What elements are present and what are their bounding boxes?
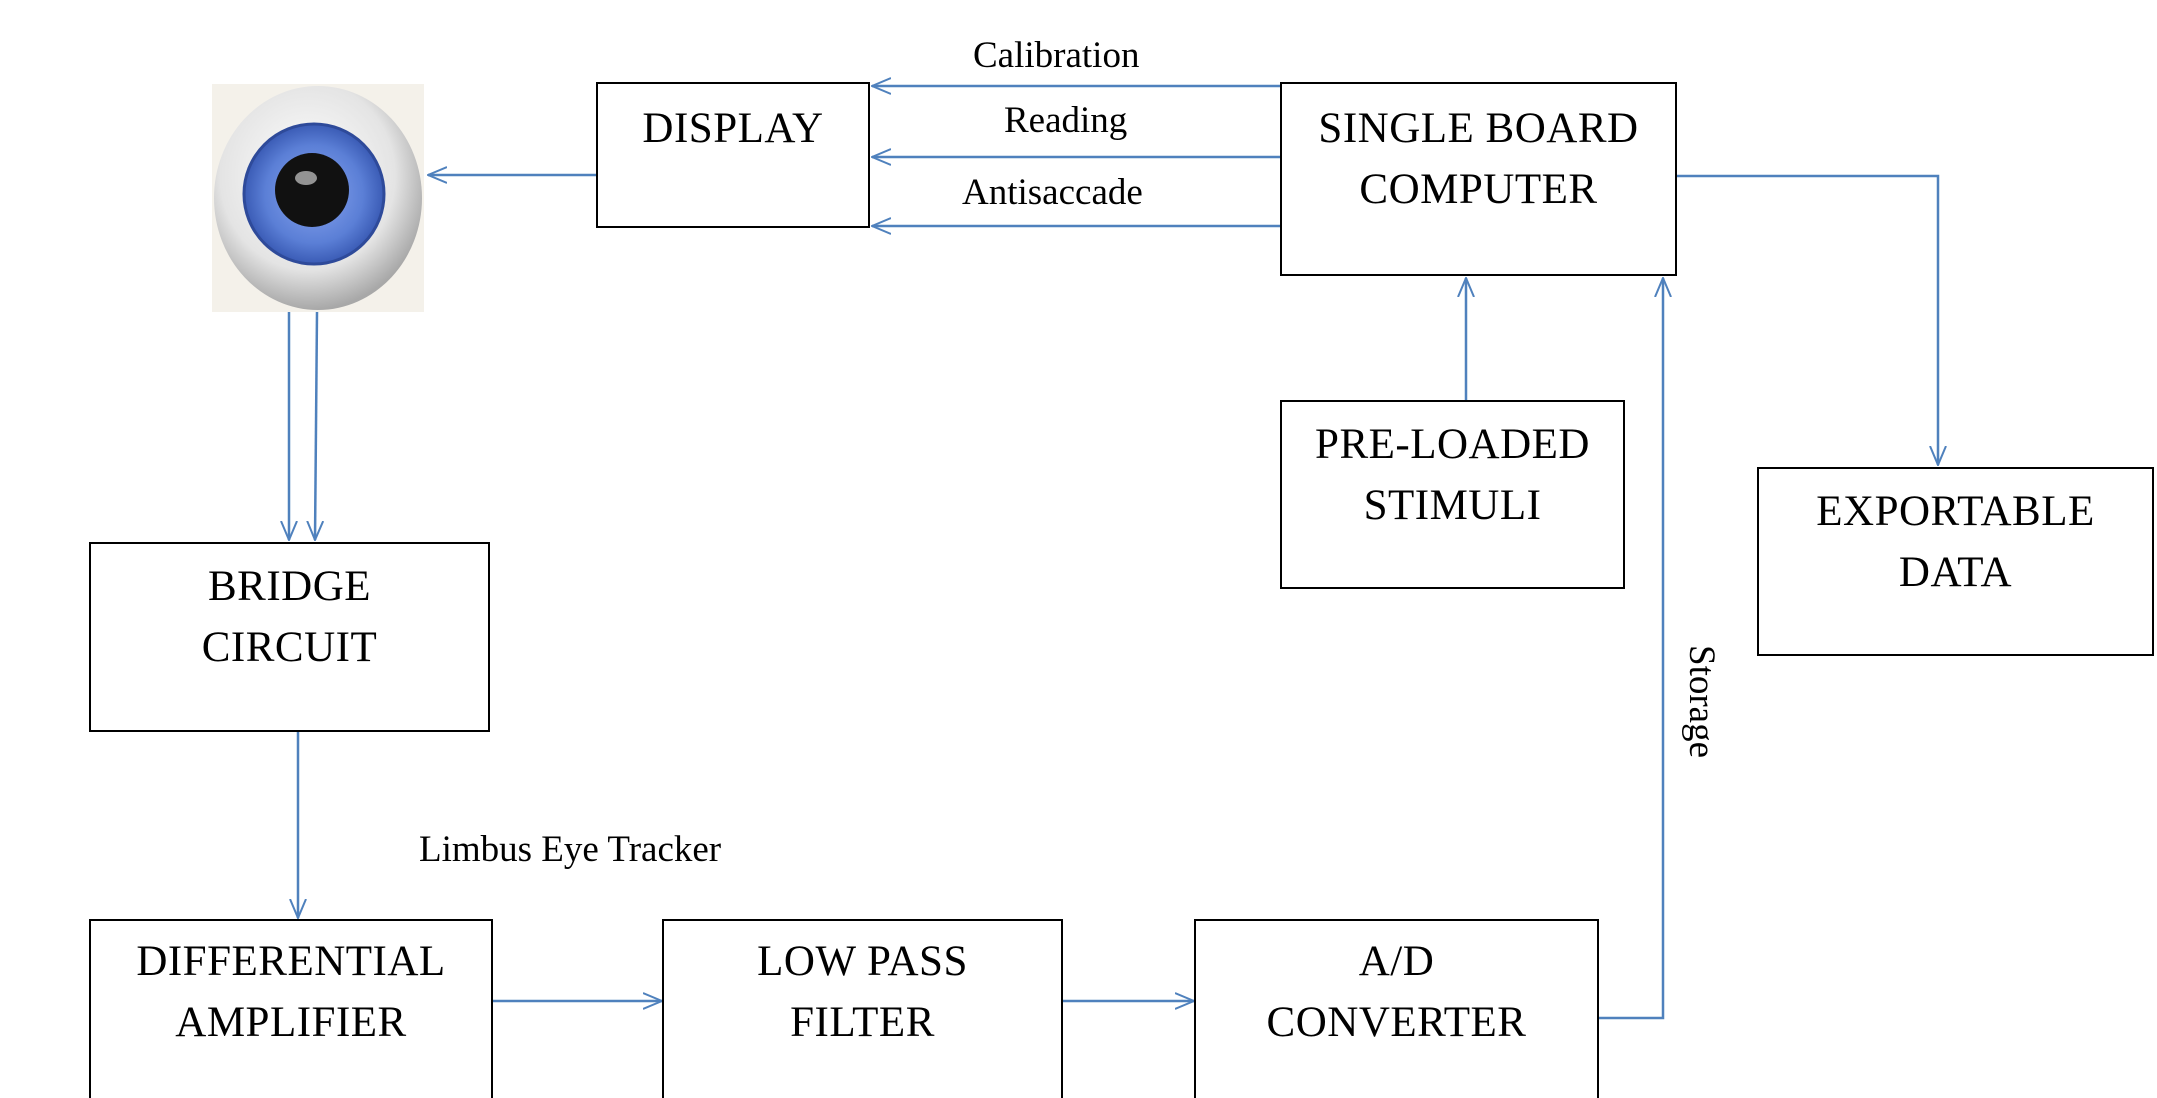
converter-label-line2: CONVERTER [1266,999,1527,1047]
differential-amplifier-box: DIFFERENTIAL AMPLIFIER [89,919,493,1098]
display-label: DISPLAY [642,105,824,152]
pre-loaded-stimuli-box: PRE-LOADED STIMULI [1280,400,1625,589]
eyeball-icon [212,84,424,312]
computer-label-line2: COMPUTER [1359,166,1598,214]
storage-label: Storage [1681,645,1722,759]
filter-label-line1: LOW PASS [757,938,968,985]
amplifier-label-line1: DIFFERENTIAL [136,938,446,985]
amplifier-label-line2: AMPLIFIER [175,999,407,1047]
reading-label: Reading [1004,100,1128,141]
exportable-data-box: EXPORTABLE DATA [1757,467,2154,656]
eye-to-bridge-arrow-2 [315,311,317,540]
computer-label-line1: SINGLE BOARD [1318,105,1639,152]
antisaccade-label: Antisaccade [962,172,1143,213]
ad-converter-box: A/D CONVERTER [1194,919,1599,1098]
limbus-eye-tracker-label: Limbus Eye Tracker [419,829,722,870]
converter-label-line1: A/D [1358,938,1435,985]
stimuli-label-line2: STIMULI [1363,482,1542,530]
bridge-circuit-box: BRIDGE CIRCUIT [89,542,490,732]
computer-to-export-arrow [1677,174,1938,465]
bridge-label-line2: CIRCUIT [201,624,378,672]
filter-label-line2: FILTER [790,999,935,1047]
display-box: DISPLAY [596,82,870,228]
storage-arrow [1599,278,1663,1020]
calibration-label: Calibration [973,35,1140,76]
export-label-line2: DATA [1898,549,2013,597]
stimuli-label-line1: PRE-LOADED [1315,421,1590,468]
bridge-label-line1: BRIDGE [207,563,372,610]
low-pass-filter-box: LOW PASS FILTER [662,919,1063,1098]
single-board-computer-box: SINGLE BOARD COMPUTER [1280,82,1677,276]
export-label-line1: EXPORTABLE [1816,488,2095,535]
